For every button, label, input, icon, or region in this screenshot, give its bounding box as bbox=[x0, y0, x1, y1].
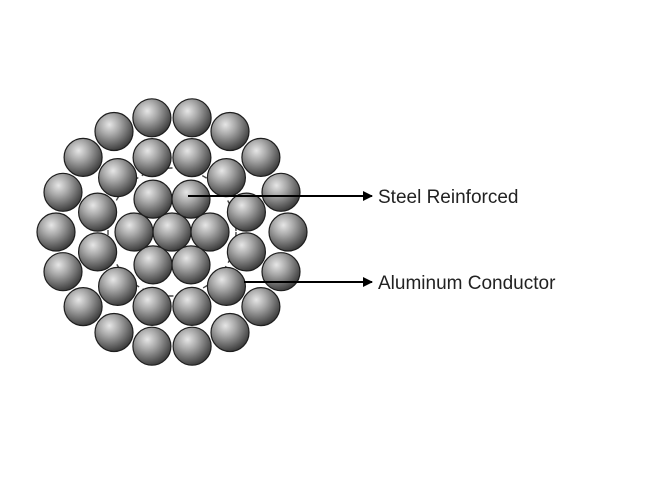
aluminum-strand bbox=[43, 172, 83, 212]
aluminum-strand bbox=[36, 212, 76, 252]
aluminum-strand bbox=[268, 212, 308, 252]
steel-strand bbox=[190, 212, 230, 252]
aluminum-conductor-label: Aluminum Conductor bbox=[378, 273, 556, 294]
conductor-cross-section bbox=[36, 98, 308, 366]
aluminum-strand bbox=[77, 192, 118, 232]
aluminum-strand bbox=[132, 326, 172, 366]
aluminum-strand bbox=[210, 312, 250, 353]
steel-strand bbox=[171, 179, 211, 219]
aluminum-strand bbox=[241, 287, 281, 327]
callouts: Steel Reinforced Aluminum Conductor bbox=[188, 187, 556, 294]
aluminum-strand bbox=[206, 158, 246, 198]
steel-strand bbox=[114, 212, 154, 252]
steel-strand bbox=[133, 179, 173, 219]
aluminum-strand bbox=[97, 158, 138, 198]
steel-strand bbox=[171, 245, 211, 285]
aluminum-strand bbox=[43, 252, 83, 292]
aluminum-strand bbox=[132, 98, 172, 138]
aluminum-strand bbox=[63, 137, 103, 177]
aluminum-strand bbox=[63, 287, 103, 327]
steel-core-boundary bbox=[107, 167, 237, 297]
aluminum-strand bbox=[261, 172, 301, 212]
aluminum-strand bbox=[97, 266, 138, 306]
steel-strand bbox=[152, 212, 192, 252]
aluminum-strand bbox=[132, 286, 172, 326]
aluminum-strand bbox=[172, 138, 212, 178]
steel-reinforced-label: Steel Reinforced bbox=[378, 187, 518, 208]
aluminum-strand bbox=[226, 192, 266, 232]
aluminum-strand bbox=[94, 312, 134, 353]
aluminum-strand bbox=[172, 98, 212, 138]
aluminum-strand bbox=[172, 286, 212, 326]
aluminum-strand bbox=[210, 111, 250, 152]
aluminum-strand bbox=[77, 232, 118, 272]
aluminum-strand bbox=[206, 266, 246, 306]
aluminum-strand bbox=[261, 252, 301, 292]
aluminum-strand bbox=[241, 137, 281, 177]
aluminum-strand bbox=[226, 232, 266, 272]
aluminum-strand bbox=[94, 111, 134, 152]
aluminum-strand bbox=[172, 326, 212, 366]
strand-group bbox=[36, 98, 308, 366]
steel-strand bbox=[133, 245, 173, 285]
aluminum-strand bbox=[132, 138, 172, 178]
